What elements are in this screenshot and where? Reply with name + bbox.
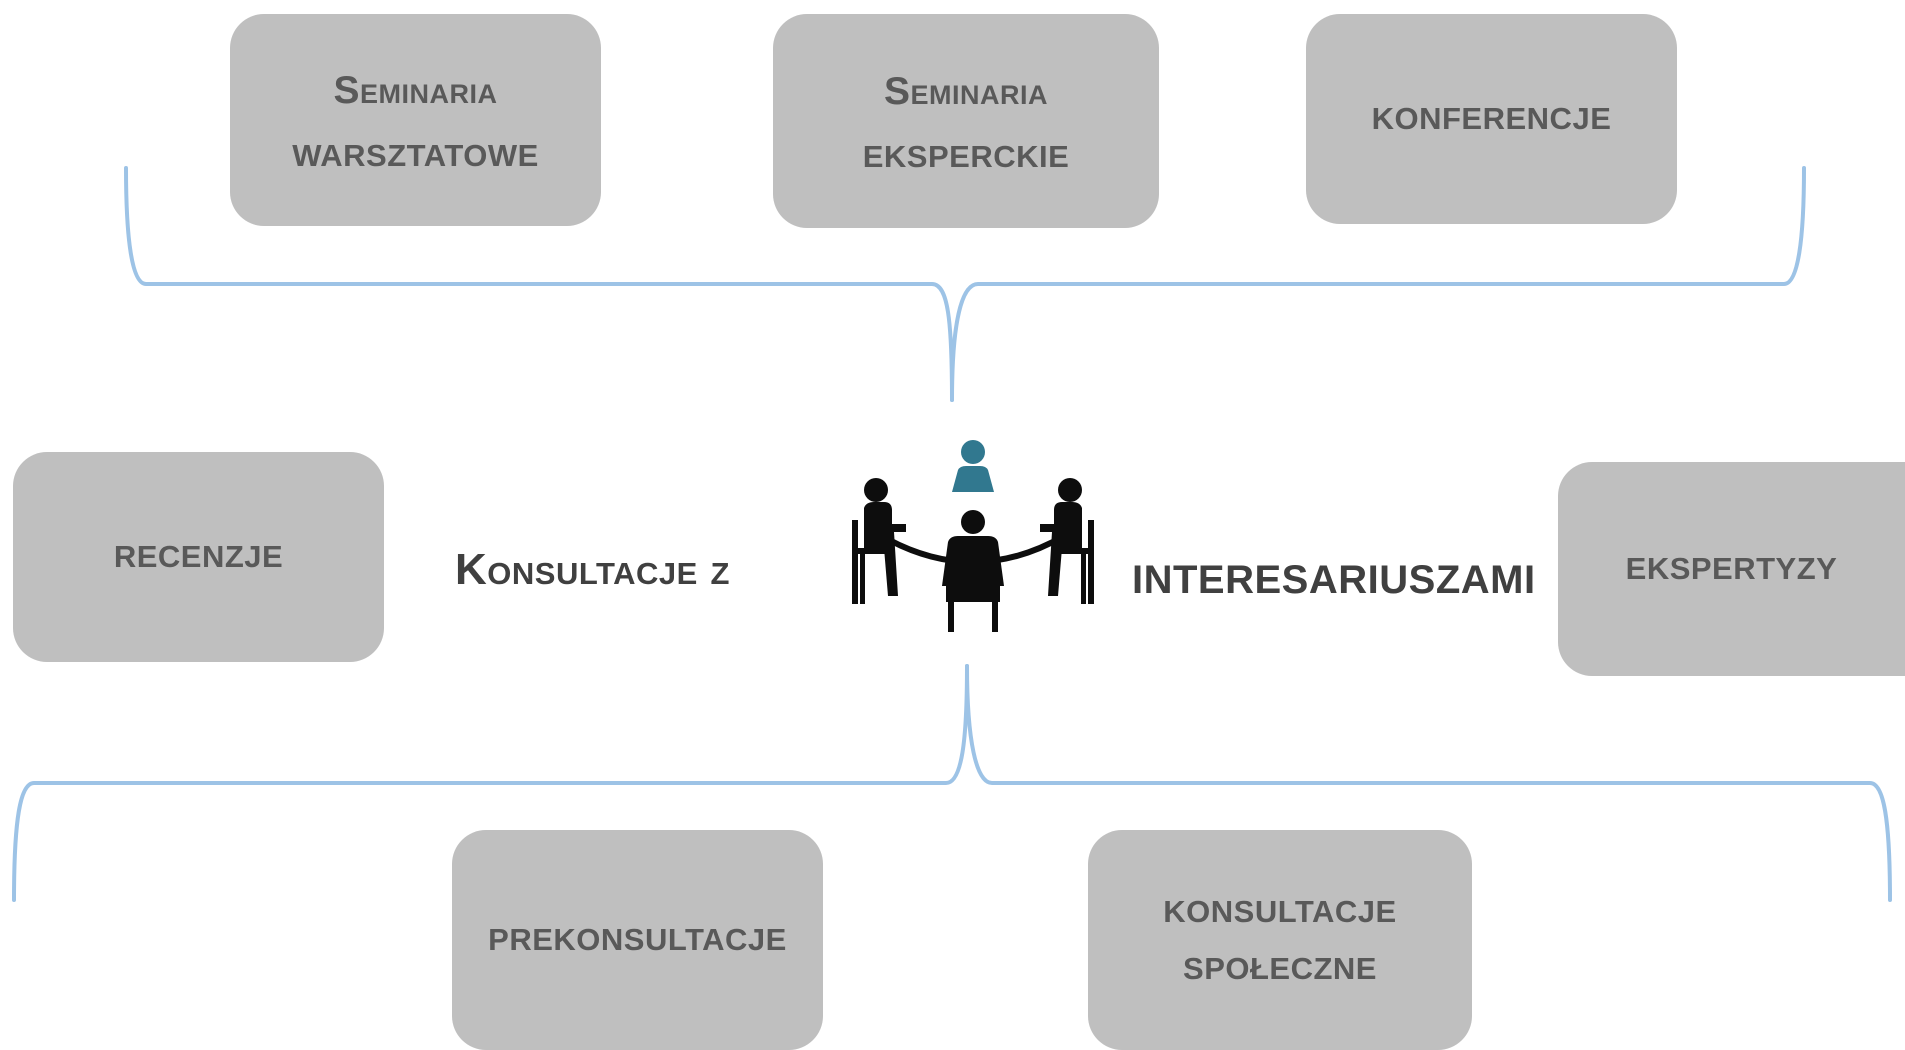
- box-label-line2: WARSZTATOWE: [292, 138, 539, 174]
- title-left: Konsultacje z: [455, 545, 730, 594]
- top-bracket-right: [950, 166, 1806, 402]
- meeting-table-people-icon: [852, 440, 1094, 632]
- box-seminaria-warsztatowe: Seminaria WARSZTATOWE: [230, 14, 601, 226]
- bottom-bracket-right: [965, 664, 1892, 902]
- box-prekonsultacje: PREKONSULTACJE: [452, 830, 823, 1050]
- box-recenzje: RECENZJE: [13, 452, 384, 662]
- box-label: KONFERENCJE: [1371, 101, 1612, 137]
- box-label: EKSPERTYZY: [1625, 551, 1838, 587]
- box-ekspertyzy: EKSPERTYZY: [1558, 462, 1905, 676]
- title-right: INTERESARIUSZAMI: [1132, 558, 1536, 602]
- box-konsultacje-spoleczne: KONSULTACJE SPOŁECZNE: [1088, 830, 1472, 1050]
- box-konferencje: KONFERENCJE: [1306, 14, 1677, 224]
- box-label-line1: KONSULTACJE: [1163, 893, 1397, 929]
- top-bracket-left: [124, 166, 954, 402]
- box-label-line1: Seminaria: [333, 69, 498, 113]
- box-label: PREKONSULTACJE: [488, 922, 787, 958]
- box-label-line2: EKSPERCKIE: [862, 139, 1070, 175]
- box-seminaria-eksperckie: Seminaria EKSPERCKIE: [773, 14, 1159, 228]
- bottom-bracket-left: [12, 664, 969, 902]
- box-label: RECENZJE: [113, 539, 284, 575]
- box-label-line1: Seminaria: [883, 70, 1048, 114]
- box-label-line2: SPOŁECZNE: [1183, 951, 1377, 986]
